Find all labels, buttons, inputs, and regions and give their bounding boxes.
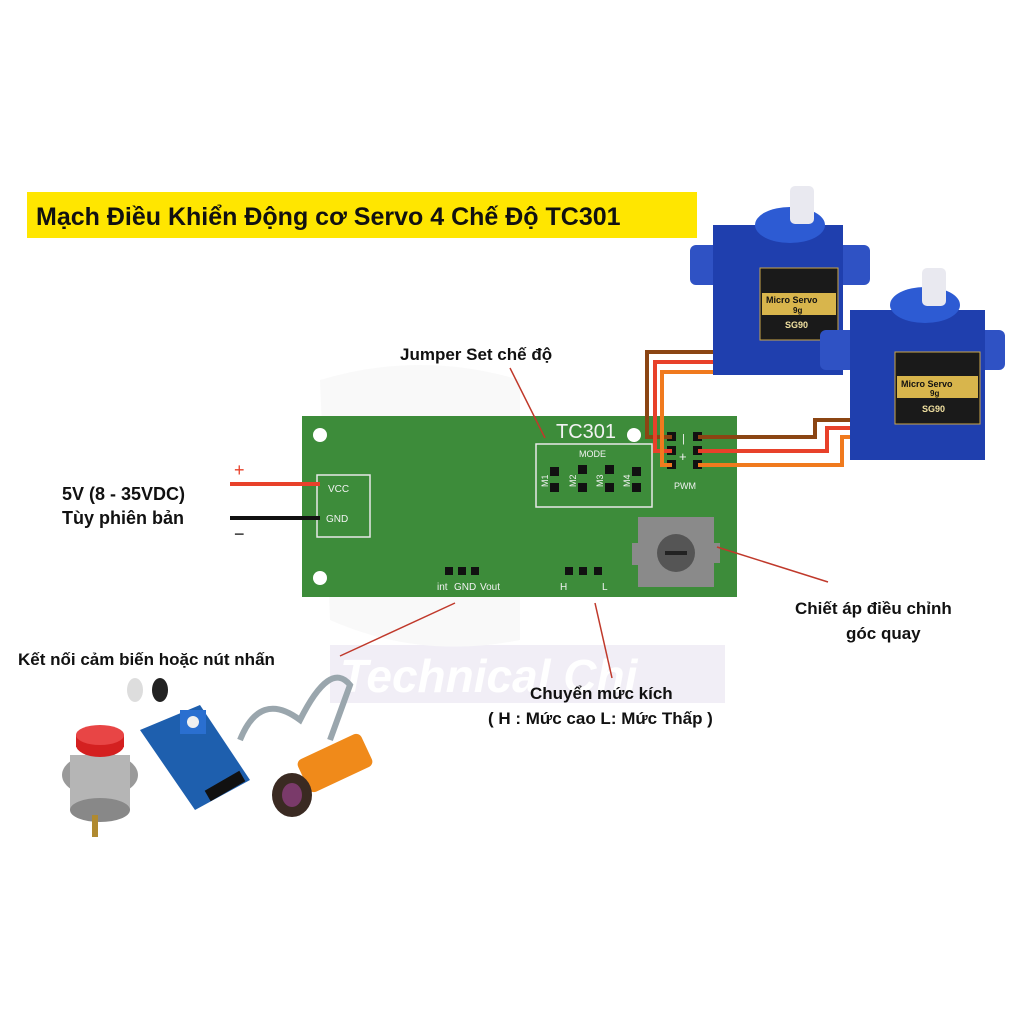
- power-terminal: [316, 474, 371, 538]
- power-callout-version: Tùy phiên bản: [62, 508, 184, 528]
- plus-sign: +: [234, 460, 245, 480]
- svg-text:SG90: SG90: [922, 404, 945, 414]
- jumper-callout: Jumper Set chế độ: [400, 345, 552, 364]
- svg-text:9g: 9g: [793, 306, 802, 315]
- ir-sensor-module-image: [127, 678, 250, 810]
- servo-2: Micro Servo 9g SG90: [820, 268, 1005, 460]
- sensor-callout: Kết nối cảm biến hoặc nút nhấn: [18, 650, 275, 669]
- svg-text:M2: M2: [568, 474, 578, 487]
- power-callout-voltage: 5V (8 - 35VDC): [62, 484, 185, 504]
- level-callout-line1: Chuyển mức kích: [530, 684, 673, 703]
- pot-callout-line2: góc quay: [846, 624, 921, 643]
- minus-sign: −: [234, 524, 245, 544]
- board-name: TC301: [556, 421, 616, 443]
- page-title: Mạch Điều Khiển Động cơ Servo 4 Chế Độ T…: [36, 203, 621, 231]
- mode-jumper-block: [535, 443, 653, 508]
- svg-text:GND: GND: [326, 514, 348, 525]
- tc301-board: TC301 VCC GND MODE M1 M2 M3 M4 | + PWM i…: [302, 416, 737, 597]
- svg-text:SG90: SG90: [785, 320, 808, 330]
- svg-text:Micro Servo: Micro Servo: [901, 379, 953, 389]
- pot-callout-line1: Chiết áp điều chỉnh: [795, 599, 952, 618]
- svg-text:PWM: PWM: [674, 481, 696, 491]
- svg-text:|: |: [682, 433, 685, 445]
- svg-text:Vout: Vout: [480, 582, 500, 593]
- svg-text:Technical Chi: Technical Chi: [340, 650, 639, 702]
- svg-text:9g: 9g: [930, 389, 939, 398]
- mode-pins: [550, 465, 641, 492]
- push-button-image: [62, 725, 138, 837]
- svg-text:VCC: VCC: [328, 484, 349, 495]
- proximity-sensor-image: [237, 674, 373, 817]
- svg-text:M4: M4: [622, 474, 632, 487]
- potentiometer: [632, 517, 720, 587]
- svg-text:M3: M3: [595, 474, 605, 487]
- level-callout-line2: ( H : Mức cao L: Mức Thấp ): [488, 709, 713, 728]
- svg-text:H: H: [560, 582, 567, 593]
- svg-text:GND: GND: [454, 582, 476, 593]
- svg-text:M1: M1: [540, 474, 550, 487]
- svg-text:MODE: MODE: [579, 449, 606, 459]
- svg-text:+: +: [679, 449, 687, 464]
- svg-text:int: int: [437, 582, 448, 593]
- title-banner: [27, 192, 697, 238]
- svg-text:Micro Servo: Micro Servo: [766, 295, 818, 305]
- pointer-lines: [339, 367, 829, 679]
- svg-text:L: L: [602, 582, 608, 593]
